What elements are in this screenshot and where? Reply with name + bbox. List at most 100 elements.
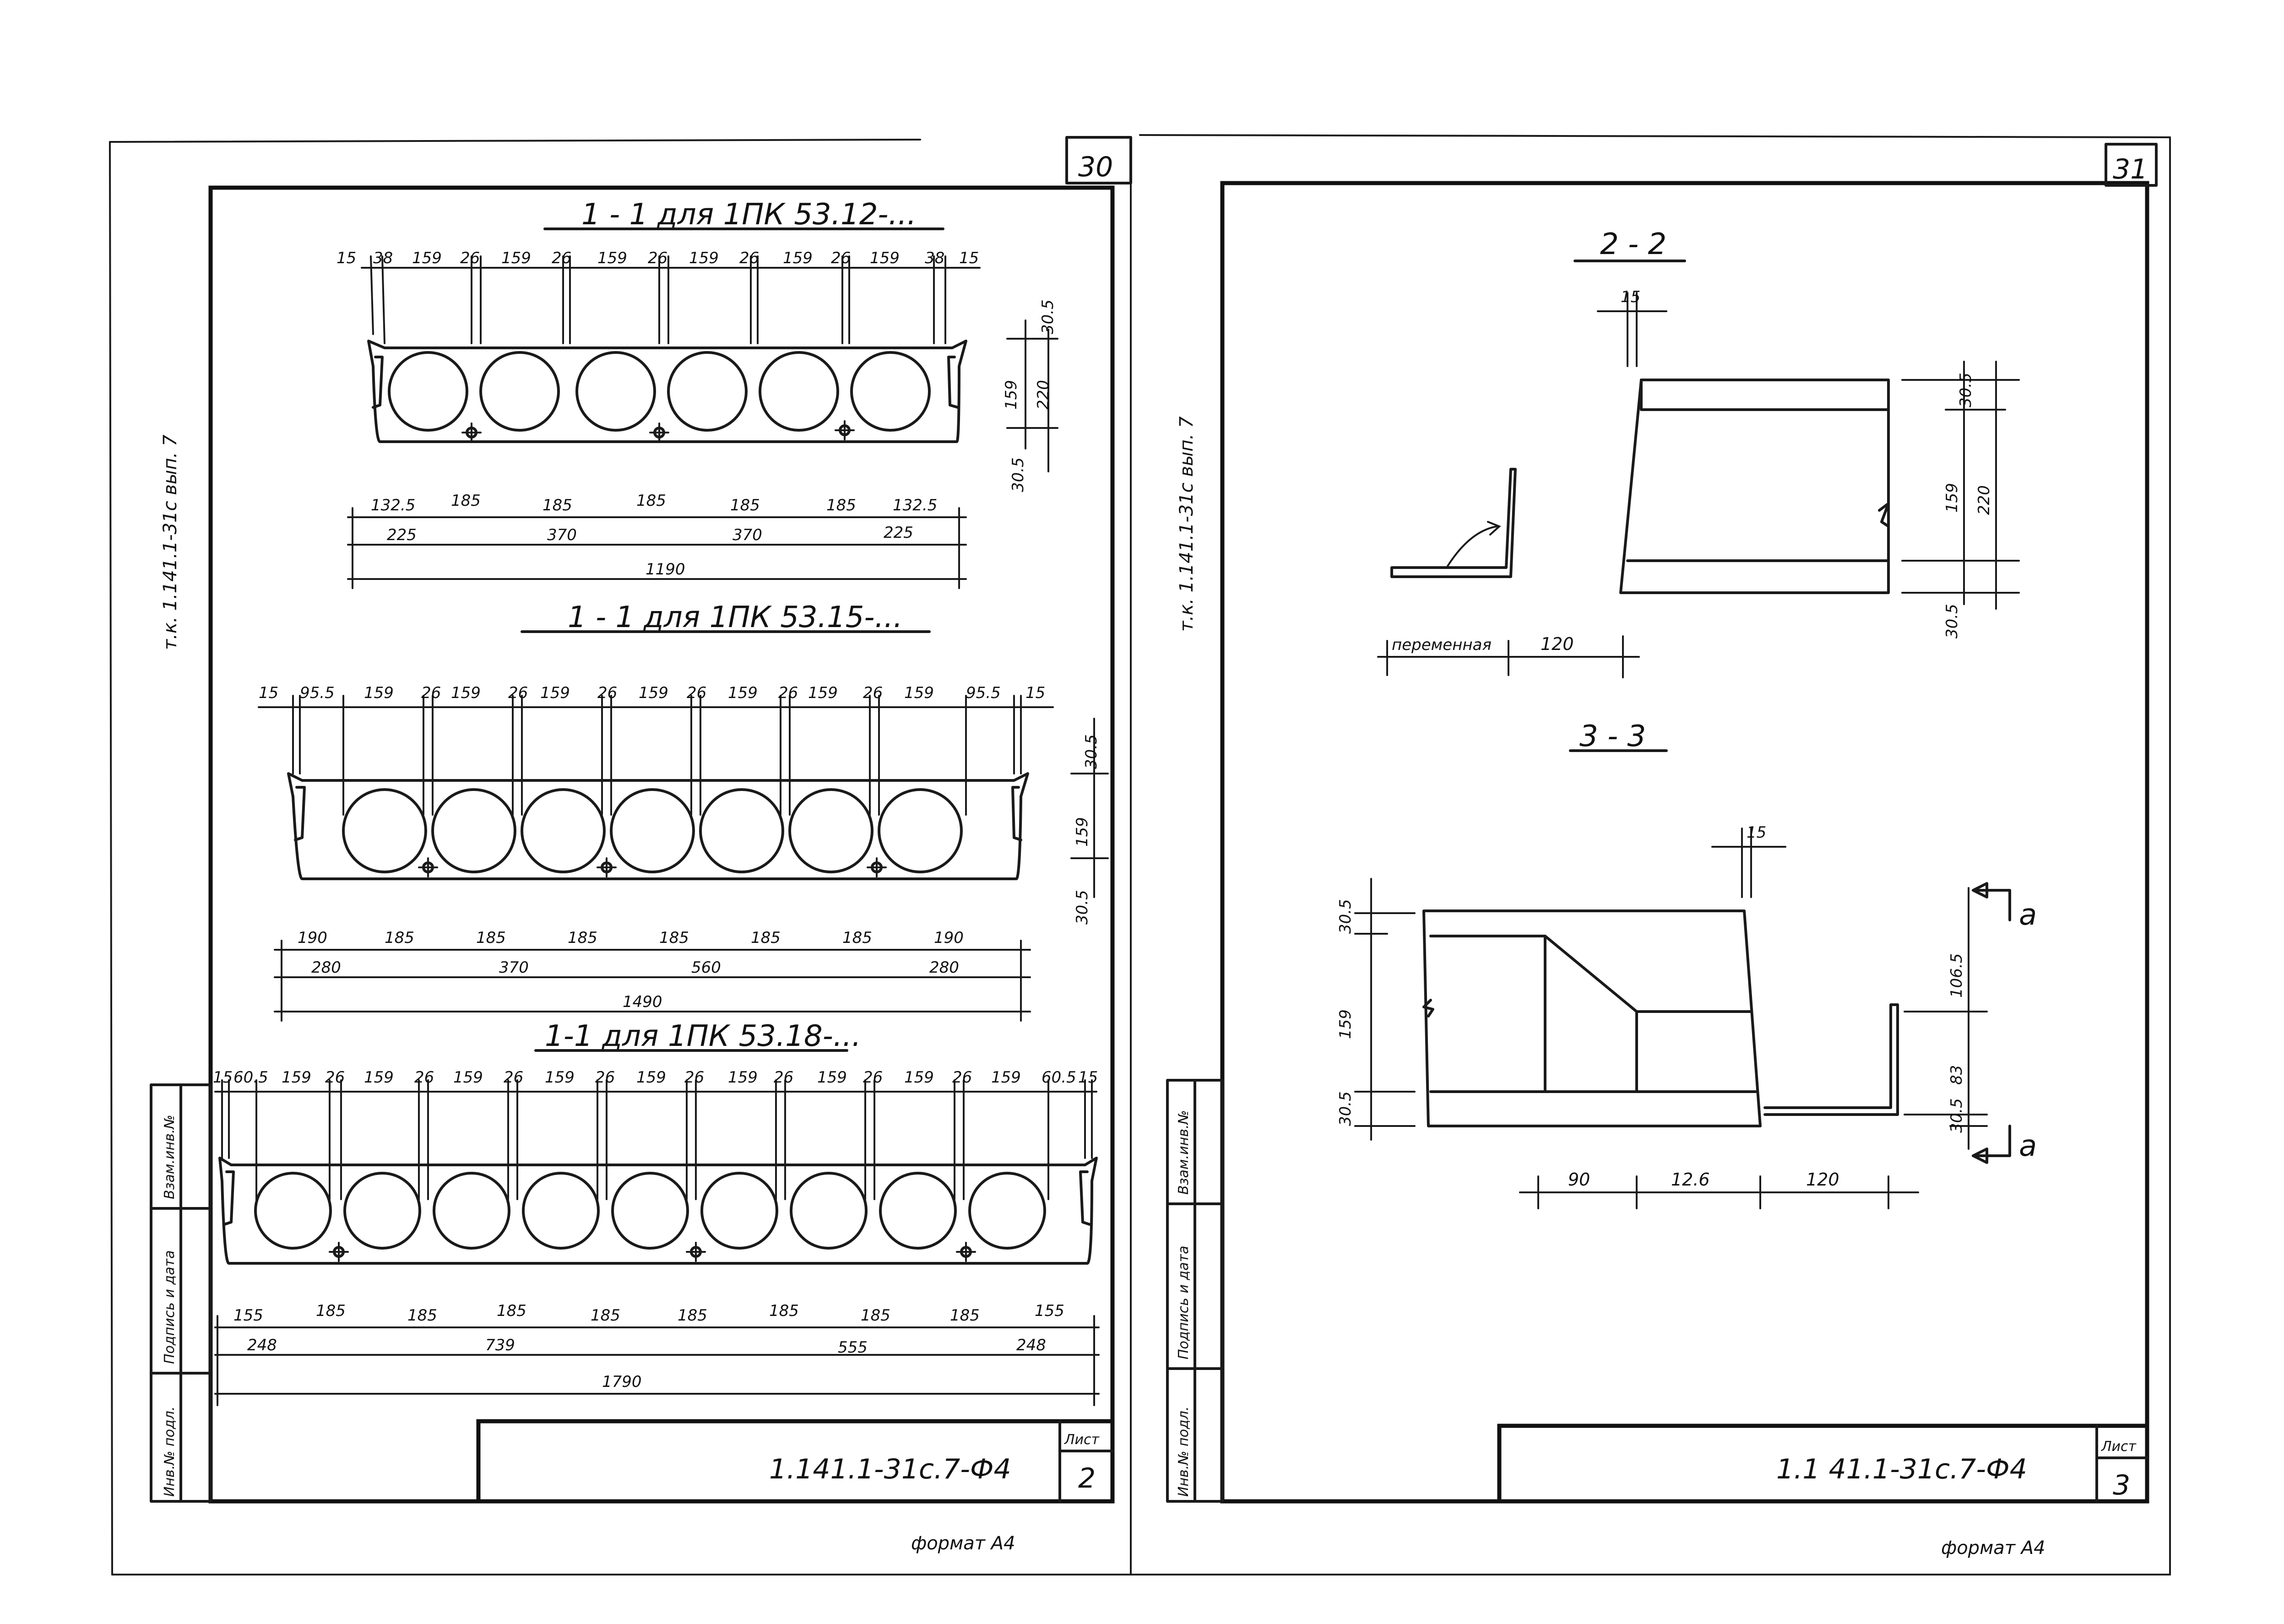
svg-text:155: 155: [233, 1306, 263, 1325]
section-b-rebars: [418, 857, 887, 877]
left-title-block: [476, 1419, 1115, 1504]
svg-text:30.5: 30.5: [1957, 373, 1975, 407]
section-22-top-dim: 15: [1621, 288, 1640, 306]
section-b: [258, 695, 1109, 1022]
svg-text:739: 739: [485, 1336, 515, 1354]
section-a-ticks: [370, 255, 946, 344]
svg-text:159: 159: [451, 684, 481, 702]
svg-text:30.5: 30.5: [1039, 299, 1057, 334]
svg-text:12.6: 12.6: [1671, 1169, 1710, 1190]
right-stamp-column: [1166, 1079, 1224, 1503]
svg-text:280: 280: [311, 958, 341, 977]
svg-text:60.5: 60.5: [233, 1068, 268, 1087]
svg-text:106.5: 106.5: [1948, 953, 1966, 998]
svg-text:26: 26: [460, 249, 480, 267]
svg-text:190: 190: [298, 929, 327, 947]
svg-text:185: 185: [751, 929, 781, 947]
section-a-top-dims: 15 38 159 26 159 26 159 26 159 26 159 26…: [336, 249, 979, 267]
section-b-ticks: [292, 695, 1022, 816]
section-22-right-dims: 30.5 159 220 30.5: [1943, 373, 1993, 639]
svg-text:185: 185: [497, 1302, 526, 1320]
svg-text:26: 26: [778, 684, 798, 702]
svg-text:159: 159: [1336, 1009, 1355, 1039]
svg-text:185: 185: [568, 929, 597, 947]
svg-text:90: 90: [1568, 1169, 1590, 1190]
section-33-bottom-dims: 90 12.6 120: [1568, 1169, 1839, 1190]
svg-text:190: 190: [934, 929, 964, 947]
svg-text:370: 370: [547, 526, 577, 544]
svg-text:555: 555: [838, 1338, 868, 1357]
section-33-title: 3 - 3: [1579, 720, 1646, 753]
svg-text:26: 26: [831, 249, 851, 267]
section-c-rebars: [329, 1242, 976, 1262]
page-number: 31: [2113, 153, 2148, 185]
section-c-title: 1-1 для 1ПК 53.18-...: [545, 1019, 861, 1053]
svg-text:159: 159: [364, 1068, 394, 1087]
svg-text:159: 159: [364, 684, 394, 702]
sheet-label: Лист: [1064, 1432, 1100, 1448]
svg-text:220: 220: [1975, 485, 1993, 515]
svg-text:30.5: 30.5: [1336, 899, 1355, 934]
section-33-left-dims: 30.5 159 30.5: [1336, 899, 1355, 1126]
svg-text:159: 159: [728, 684, 758, 702]
svg-text:159: 159: [904, 684, 934, 702]
section-c-bottom-dims: 155 185 185 185 185 185 185 185 185 155 …: [233, 1302, 1064, 1391]
side-designation: т.к. 1.141.1-31с вып. 7: [1176, 416, 1197, 632]
section-a-right-dims: 30.5 159 220 30.5: [1002, 299, 1057, 492]
section-22-bottom-dim: переменная: [1392, 636, 1492, 654]
svg-text:159: 159: [1002, 380, 1020, 410]
section-33-right-dims: 106.5 83 30.5: [1948, 953, 1966, 1133]
section-a-rebars: [461, 420, 855, 443]
svg-text:30.5: 30.5: [1336, 1091, 1355, 1126]
section-b-top-dims: 15 95.5 159 26 159 26 159 26 159 26 159 …: [259, 684, 1045, 702]
svg-text:185: 185: [543, 496, 572, 514]
right-sheet-frame: [1130, 134, 2171, 1575]
svg-text:132.5: 132.5: [893, 496, 937, 514]
section-22: [1377, 260, 2020, 678]
section-a-voids: [388, 351, 931, 432]
svg-text:159: 159: [870, 249, 900, 267]
svg-text:159: 159: [1943, 483, 1961, 513]
svg-text:83: 83: [1948, 1065, 1966, 1085]
svg-text:159: 159: [808, 684, 838, 702]
section-c-top-dims: 15 60.5 159 26 159 26 159 26 159 26 159 …: [213, 1068, 1098, 1087]
svg-text:185: 185: [636, 492, 666, 510]
svg-text:26: 26: [687, 684, 706, 702]
svg-text:159: 159: [639, 684, 668, 702]
svg-text:15: 15: [1025, 684, 1045, 702]
svg-text:15: 15: [259, 684, 278, 702]
svg-text:15: 15: [1078, 1068, 1098, 1087]
section-33: [1354, 749, 2011, 1209]
stamp-label: Подпись и дата: [1176, 1246, 1192, 1360]
svg-text:30.5: 30.5: [1948, 1098, 1966, 1133]
svg-text:159: 159: [636, 1068, 666, 1087]
stamp-label: Подпись и дата: [162, 1250, 178, 1364]
page-number: 30: [1078, 151, 1113, 183]
svg-text:185: 185: [385, 929, 414, 947]
svg-text:26: 26: [325, 1068, 345, 1087]
svg-text:159: 159: [501, 249, 531, 267]
svg-text:26: 26: [863, 1068, 883, 1087]
svg-text:370: 370: [732, 526, 762, 544]
svg-text:185: 185: [678, 1306, 707, 1325]
section-b-title: 1 - 1 для 1ПК 53.15-...: [568, 601, 903, 634]
svg-text:38: 38: [925, 249, 944, 267]
svg-text:159: 159: [991, 1068, 1021, 1087]
svg-text:26: 26: [863, 684, 883, 702]
svg-text:26: 26: [648, 249, 667, 267]
stamp-label: Инв.№ подл.: [162, 1407, 178, 1497]
svg-text:159: 159: [412, 249, 442, 267]
svg-text:225: 225: [387, 526, 417, 544]
stamp-label: Инв.№ подл.: [1176, 1407, 1192, 1497]
section-33-top-dim: 15: [1747, 823, 1766, 842]
section-a-title: 1 - 1 для 1ПК 53.12-...: [581, 198, 917, 232]
svg-text:26: 26: [952, 1068, 972, 1087]
svg-text:159: 159: [597, 249, 627, 267]
left-stamp-column: [150, 1083, 212, 1503]
svg-text:30.5: 30.5: [1082, 734, 1101, 769]
svg-text:120: 120: [1806, 1169, 1839, 1190]
svg-text:159: 159: [545, 1068, 575, 1087]
svg-text:26: 26: [508, 684, 528, 702]
svg-text:159: 159: [453, 1068, 483, 1087]
